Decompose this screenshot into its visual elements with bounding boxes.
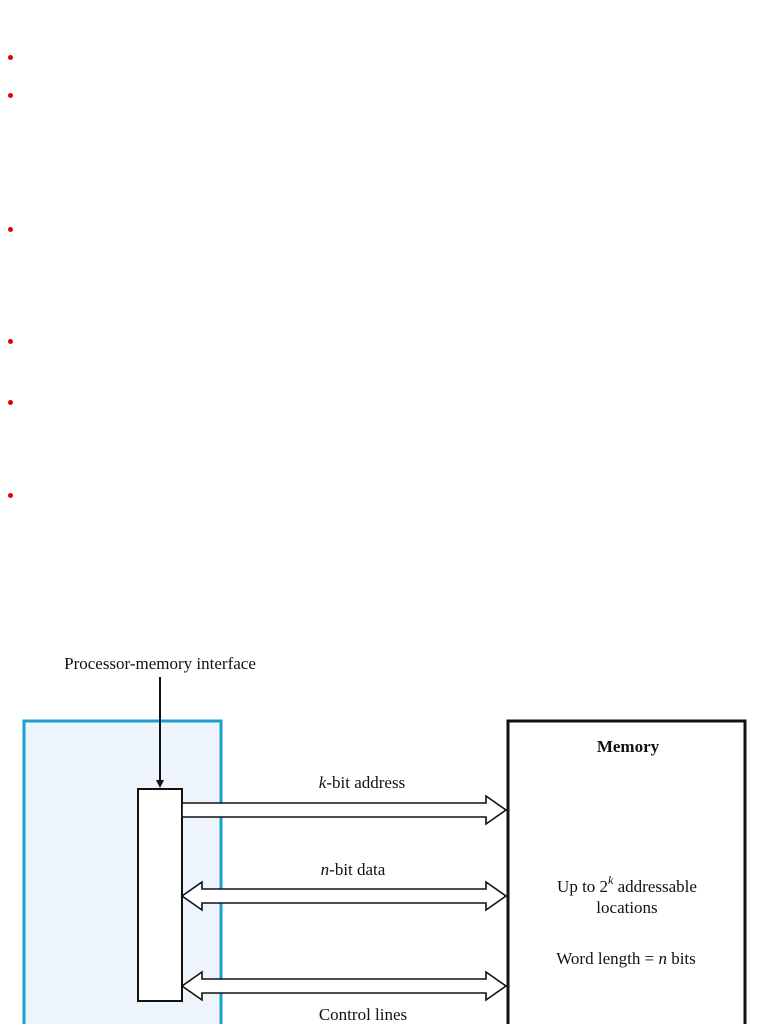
control-lines-label: Control lines: [319, 1005, 407, 1024]
bullet-point: [8, 339, 13, 344]
address-bus-arrow: [181, 794, 508, 826]
bullet-point: [8, 400, 13, 405]
memory-capacity-line2: locations: [596, 898, 657, 917]
interface-label: Processor-memory interface: [64, 654, 256, 673]
bullet-point: [8, 227, 13, 232]
data-bus-label: n-bit data: [321, 860, 386, 879]
data-bus-arrow: [180, 880, 508, 912]
bullet-point: [8, 493, 13, 498]
bullet-point: [8, 55, 13, 60]
memory-word-length: Word length = n bits: [556, 949, 696, 968]
bullet-point: [8, 93, 13, 98]
address-bus-label: k-bit address: [319, 773, 405, 792]
memory-title: Memory: [597, 737, 660, 756]
memory-capacity: Up to 2k addressable: [557, 873, 697, 896]
control-lines-arrow: [180, 970, 508, 1002]
interface-register: [137, 788, 183, 1002]
memory-box: [506, 719, 747, 1024]
processor-box: [22, 719, 223, 1024]
